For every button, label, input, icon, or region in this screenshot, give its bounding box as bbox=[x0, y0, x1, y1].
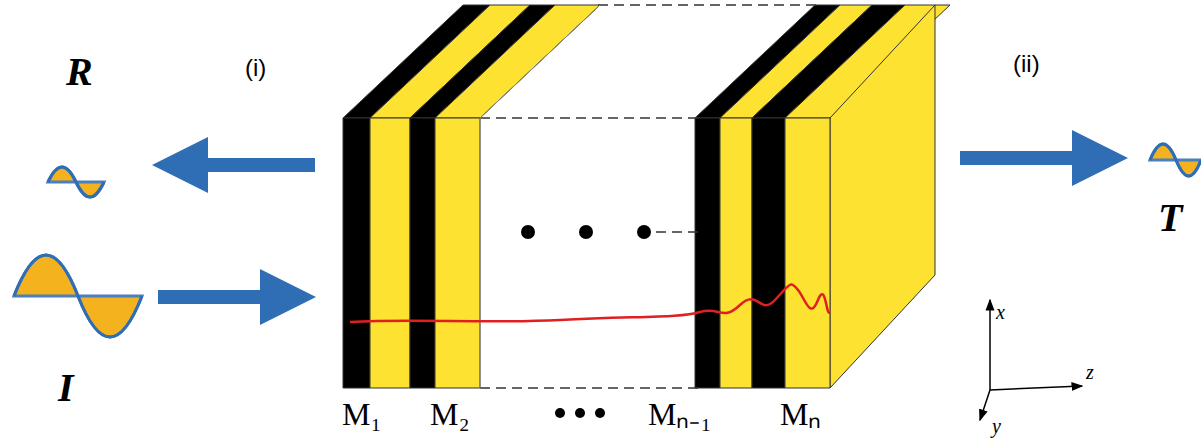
axis-label: z bbox=[1086, 362, 1094, 382]
wave-label: R bbox=[66, 52, 93, 92]
layer-label: Mₙ₋₁ bbox=[648, 398, 712, 430]
layer-face bbox=[435, 5, 600, 118]
layer-face bbox=[343, 118, 370, 388]
layer-face bbox=[410, 118, 435, 388]
axis-label: x bbox=[996, 302, 1005, 322]
wave-label: I bbox=[58, 368, 74, 408]
layer-face bbox=[695, 118, 720, 388]
layer-face bbox=[785, 118, 830, 388]
wave-label: T bbox=[1158, 198, 1182, 238]
path-label: (ii) bbox=[1013, 52, 1040, 76]
layer-face bbox=[720, 118, 752, 388]
layer-face bbox=[830, 5, 935, 388]
layer-face bbox=[752, 118, 785, 388]
layer-face bbox=[435, 118, 480, 388]
layer-label: M₁ bbox=[342, 398, 382, 430]
path-label: (i) bbox=[245, 56, 266, 80]
layer-label: Mₙ bbox=[780, 398, 821, 430]
layer-face bbox=[370, 118, 410, 388]
layer-label: M₂ bbox=[430, 398, 470, 430]
axis-label: y bbox=[992, 416, 1001, 436]
